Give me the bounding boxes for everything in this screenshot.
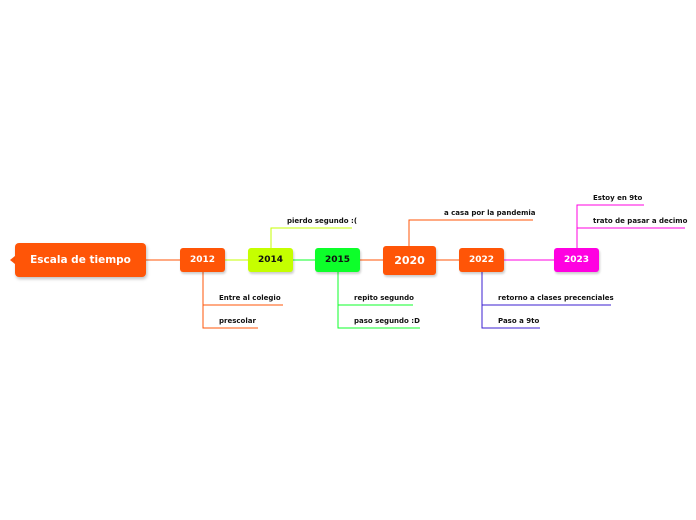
year-label: 2015 — [324, 255, 351, 265]
year-node-2015[interactable]: 2015 — [315, 248, 360, 272]
year-node-2023[interactable]: 2023 — [554, 248, 599, 272]
topic-connector — [576, 204, 644, 248]
year-node-2020[interactable]: 2020 — [383, 246, 436, 275]
topic-a-casa-por-la-pandemia[interactable]: a casa por la pandemia — [444, 209, 536, 217]
year-node-2014[interactable]: 2014 — [248, 248, 293, 272]
topic-entre-al-colegio[interactable]: Entre al colegio — [219, 294, 281, 302]
year-label: 2022 — [468, 255, 495, 265]
topic-estoy-en-9to[interactable]: Estoy en 9to — [593, 194, 643, 202]
year-label: 2014 — [257, 255, 284, 265]
topic-paso-segundo[interactable]: paso segundo :D — [354, 317, 420, 325]
topic-retorno-a-clases[interactable]: retorno a clases precenciales — [498, 294, 614, 302]
year-label: 2012 — [189, 255, 216, 265]
year-node-2022[interactable]: 2022 — [459, 248, 504, 272]
topic-connector — [270, 227, 352, 248]
topic-pierdo-segundo[interactable]: pierdo segundo :( — [287, 217, 358, 225]
topic-prescolar[interactable]: prescolar — [219, 317, 256, 325]
topic-repito-segundo[interactable]: repito segundo — [354, 294, 414, 302]
topic-connector — [337, 305, 420, 329]
topic-connector — [202, 305, 258, 329]
root-node[interactable]: Escala de tiempo — [15, 243, 146, 277]
year-node-2012[interactable]: 2012 — [180, 248, 225, 272]
topic-connector — [481, 305, 540, 329]
topic-connector — [408, 219, 533, 246]
root-pointer-icon — [10, 256, 15, 264]
topic-paso-a-9to[interactable]: Paso a 9to — [498, 317, 540, 325]
year-label: 2020 — [394, 254, 425, 267]
root-label: Escala de tiempo — [30, 254, 131, 266]
topic-trato-de-pasar-a-decimo[interactable]: trato de pasar a decimo — [593, 217, 688, 225]
year-label: 2023 — [563, 255, 590, 265]
